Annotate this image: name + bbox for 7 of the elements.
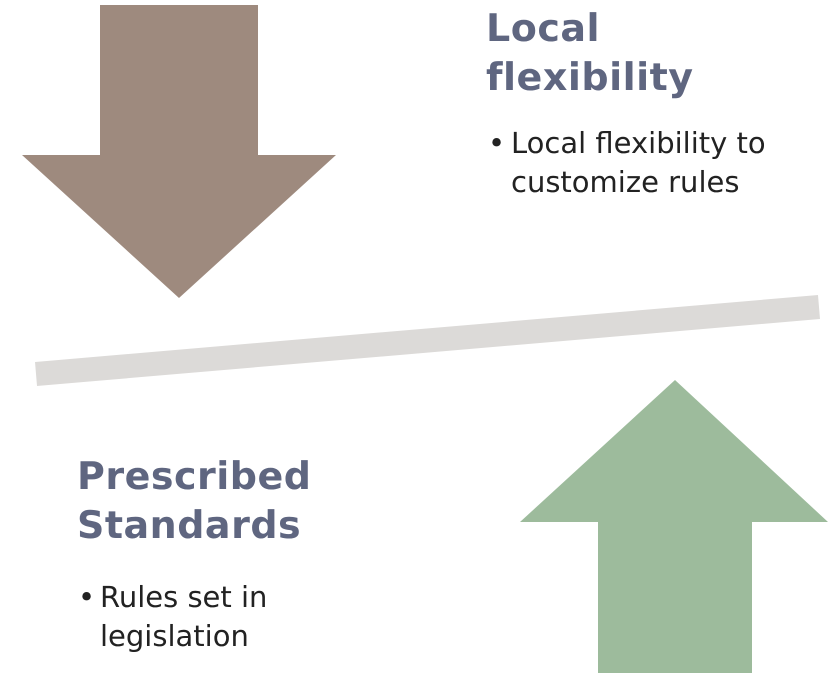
bullet-text: Local flexibility to customize rules [511,125,767,201]
bullet-marker: • [78,579,96,616]
heading: Local flexibility [486,5,695,101]
bullet-marker: • [488,125,506,162]
balance-beam [35,295,820,386]
heading: Prescribed Standards [77,453,312,549]
bullet-text: Rules set in legislation [100,579,268,655]
